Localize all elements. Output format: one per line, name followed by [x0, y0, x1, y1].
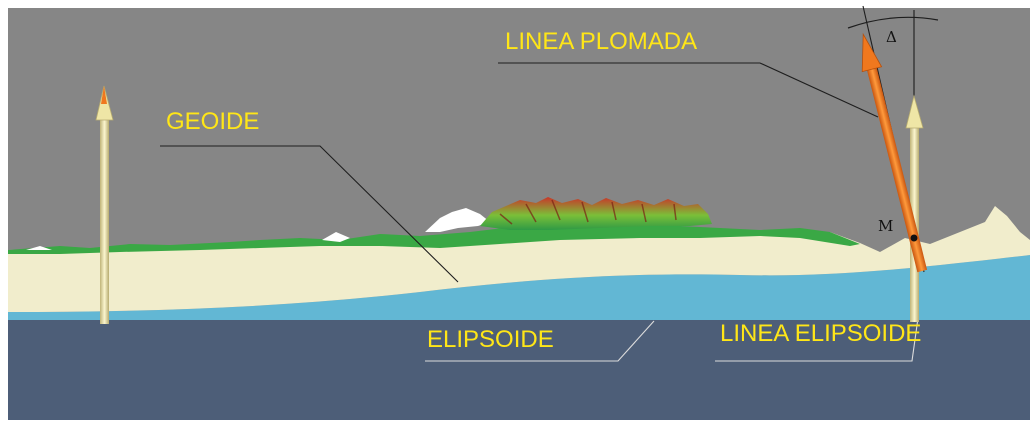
- mountain-ridges: [499, 199, 677, 225]
- snow-cap-tiny: [26, 246, 52, 250]
- elipsoide-label: ELIPSOIDE: [427, 326, 554, 353]
- snow-cap-left: [425, 208, 490, 232]
- angle-arc: [847, 16, 939, 29]
- linea-elipsoide-leader-line: [715, 317, 919, 362]
- point-m-label: M: [878, 217, 894, 235]
- left-normal-arrow: [95, 85, 114, 324]
- linea-plomada-label: LINEA PLOMADA: [505, 28, 698, 55]
- geoide-label: GEOIDE: [166, 108, 260, 135]
- snow-cap-small: [322, 232, 350, 242]
- linea-elipsoide-label: LINEA ELIPSOIDE: [720, 320, 922, 347]
- mountain-massif: [480, 197, 712, 230]
- linea-plomada-leader-line: [498, 62, 879, 118]
- terrain-band: [8, 224, 860, 254]
- ellipsoid-body: [8, 318, 1030, 420]
- geoid-layer: [8, 255, 1030, 320]
- point-m-marker: [910, 234, 918, 242]
- geoide-leader-line: [160, 145, 459, 283]
- elipsoide-leader-line: [425, 320, 655, 362]
- angle-delta-label: Δ: [886, 28, 897, 46]
- plumb-line-arrow: [861, 32, 928, 273]
